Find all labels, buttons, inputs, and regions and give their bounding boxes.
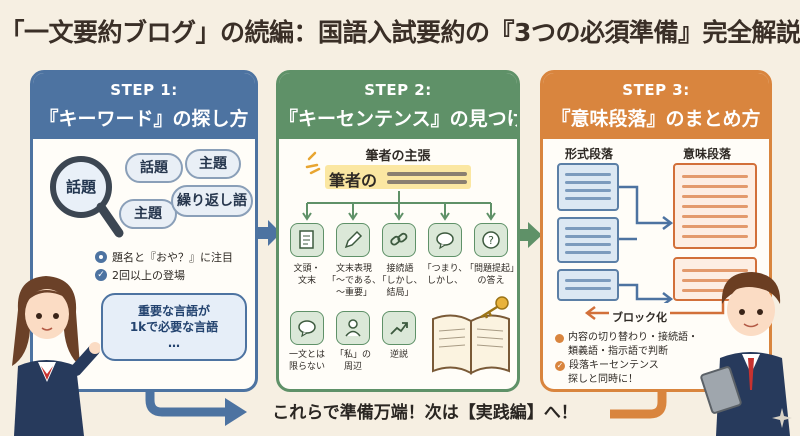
meaning-paragraph-label: 意味段落: [683, 147, 732, 161]
icon-label-ending-expression: 文末表現「〜である、〜重要」: [327, 264, 381, 298]
step3-bullets: 内容の切り替わり・接続語・ 類義語・指示語で判断 ✓ 段落キーセンテンス 探しと…: [555, 331, 698, 387]
step3-bullet-keysentence-cont: 探しと同時に！: [568, 374, 638, 385]
bubble-wadai: 話題: [125, 153, 183, 183]
merge-arrows-icon: [619, 185, 673, 303]
open-book-icon: [432, 314, 510, 375]
step3-bullet-keysentence: ✓ 段落キーセンテンス: [555, 360, 659, 371]
link-icon: [382, 223, 416, 257]
icon-label-problem-answer: 「問題提起」の答え: [465, 264, 520, 286]
icon-label-tsumari: 「つまり、しかし、: [422, 264, 468, 286]
claim-label: 筆者の主張: [365, 149, 431, 164]
question-icon: ?: [474, 223, 508, 257]
step3-panel: STEP 3: 『意味段落』のまとめ方 形式段落 意味段落 ブロック化 内容の切…: [540, 70, 772, 392]
claim-line: [387, 180, 467, 184]
girl-student-illustration: [12, 276, 100, 436]
claim-line: [387, 172, 467, 176]
icon-label-not-one-sentence: 一文とは限らない: [288, 350, 325, 372]
magnifier-word: 話題: [65, 178, 96, 196]
meaning-paragraph-box: [673, 163, 757, 249]
speech-bubble-icon: [428, 223, 462, 257]
claim-text: 筆者の: [329, 171, 378, 190]
pen-icon: [336, 223, 370, 257]
speech-bubble-icon: [290, 311, 324, 345]
highlight-bar: [325, 165, 471, 189]
title-bar: 「一文要約ブログ」の続編：国語入試要約の『3つの必須準備』完全解説: [0, 0, 800, 62]
step2-header: STEP 2: 『キーセンテンス』の見つけ方: [279, 73, 517, 139]
arrow-step2-to-step3-icon: [515, 222, 542, 248]
bullet-twice-appear: ✓ 2回以上の登場: [95, 267, 185, 283]
step3-bullet-switch-cont: 類義語・指示語で判断: [568, 346, 668, 357]
step3-header: STEP 3: 『意味段落』のまとめ方: [543, 73, 769, 139]
bottom-arrow-head-icon: [225, 398, 247, 426]
step2-label: STEP 2:: [364, 81, 432, 99]
formal-paragraph-box: [557, 163, 619, 211]
document-icon: [290, 223, 324, 257]
bullet-title-notice: 題名と『おや？』に注目: [95, 249, 233, 265]
icon-label-watashi: 「私」の周辺: [334, 350, 371, 372]
bubble-repeated-word: 繰り返し語: [171, 185, 253, 217]
bubble-shudai-2: 主題: [119, 199, 177, 229]
highlight-spark-icon: [305, 151, 321, 175]
bottom-message: これらで準備万端！次は【実践編】へ！: [272, 403, 578, 423]
step2-panel: STEP 2: 『キーセンテンス』の見つけ方 筆者の主張 筆者の ? 文頭・文末…: [276, 70, 520, 392]
icon-label-sentence-edge: 文頭・文末: [293, 264, 321, 286]
step3-label: STEP 3:: [622, 81, 690, 99]
step3-bullet-switch: 内容の切り替わり・接続語・: [555, 331, 698, 345]
formal-paragraph-box: [557, 269, 619, 301]
person-icon: [336, 311, 370, 345]
step1-header: STEP 1: 『キーワード』の探し方: [33, 73, 255, 139]
icon-label-paradox: 逆説: [389, 350, 408, 360]
step1-heading: 『キーワード』の探し方: [39, 108, 249, 130]
speech-bubble: 重要な言語が 1kで必要な言語 …: [101, 293, 247, 361]
check-icon: ✓: [555, 361, 565, 371]
icon-label-conjunction: 接続語「しかし、結局」: [377, 264, 423, 298]
page-title: 「一文要約ブログ」の続編：国語入試要約の『3つの必須準備』完全解説: [0, 18, 800, 47]
step3-heading: 『意味段落』のまとめ方: [551, 108, 761, 130]
trend-arrow-icon: [382, 311, 416, 345]
check-icon: ✓: [95, 269, 107, 281]
bullet-dot-icon: [95, 251, 107, 263]
formal-paragraph-box: [557, 217, 619, 263]
block-label: ブロック化: [609, 309, 670, 325]
bottom-flow-arrow-left-icon: [145, 370, 232, 417]
bullet-dot-icon: [555, 333, 564, 343]
step1-label: STEP 1:: [110, 81, 178, 99]
formal-paragraph-label: 形式段落: [565, 147, 614, 161]
key-icon: [480, 296, 509, 319]
boy-student-illustration: [700, 272, 790, 436]
branch-arrows-icon: [302, 191, 496, 221]
sparkle-icon: [772, 408, 792, 428]
step2-heading: 『キーセンテンス』の見つけ方: [279, 108, 520, 130]
bubble-shudai-1: 主題: [185, 149, 241, 179]
arrow-step1-to-step2-icon: [256, 220, 281, 246]
bottom-flow-arrow-right-icon: [610, 372, 667, 419]
magnifier-icon: [50, 156, 124, 238]
svg-text:?: ?: [488, 234, 494, 247]
